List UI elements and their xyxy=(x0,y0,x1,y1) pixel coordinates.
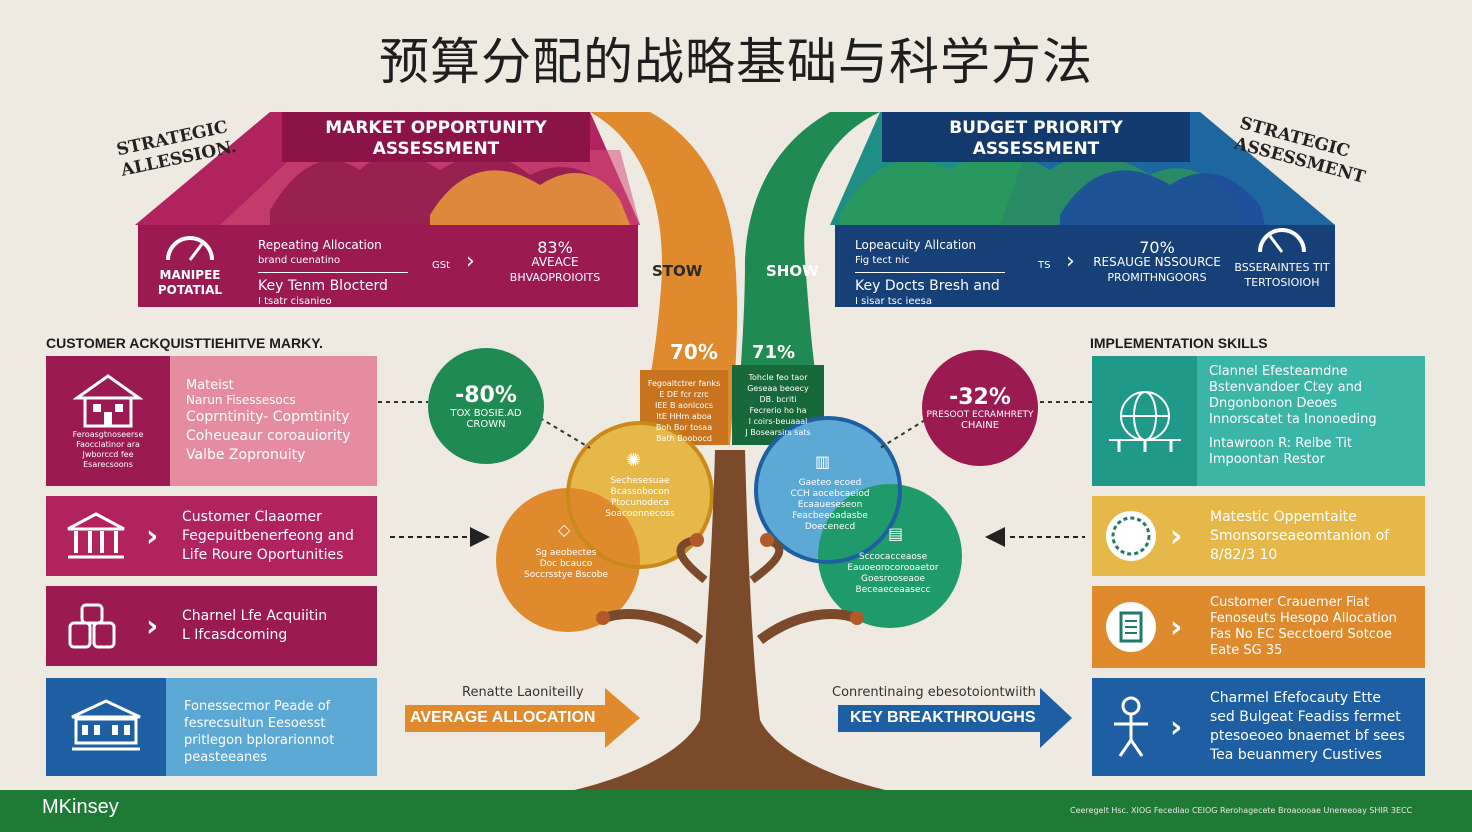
trunk-left-value: 70% xyxy=(670,340,718,364)
top-left-stat: 83% AVEACE BHVAOPROIOITS xyxy=(509,238,601,285)
top-right-stat: 70% RESAUGE NSSOURCE PROMITHNGOORS xyxy=(1093,238,1221,285)
left-card-1: Feroasgtnoseerse Faocclatinor ara Jwborc… xyxy=(46,356,377,486)
left-card-4: Fonessecmor Peade of fesrecsuitun Eesoes… xyxy=(46,678,377,776)
page-title: 预算分配的战略基础与科学方法 xyxy=(379,33,1093,91)
key-breakthroughs-label: KEY BREAKTHROUGHS xyxy=(850,709,1036,726)
top-right-arrow-text: TS xyxy=(1038,260,1051,271)
institution-icon xyxy=(71,699,141,751)
chevron-right-icon: › xyxy=(1066,249,1075,274)
person-icon xyxy=(1114,696,1148,757)
chevron-right-icon: › xyxy=(146,608,159,644)
gauge-icon xyxy=(1258,228,1306,253)
right-card-4: › Charmel Efefocauty Ette sed Bulgeat Fe… xyxy=(1092,678,1425,776)
house-icon xyxy=(73,374,143,428)
top-left-banner xyxy=(138,225,638,307)
left-flow-ribbon xyxy=(590,112,738,445)
tag-icon: ◇ xyxy=(558,520,571,539)
crown-bubble: -80% TOX BOSIE.AD CROWN xyxy=(428,348,544,464)
right-flow-ribbon xyxy=(735,112,880,445)
top-right-icon-block: BSSERAINTES TIT TERTOSIOIOH xyxy=(1228,222,1336,290)
left-section-heading: CUSTOMER ACKQUISTTIEHITVE MARKY. xyxy=(46,335,323,351)
chevron-right-icon: › xyxy=(1170,609,1183,645)
notepad-icon xyxy=(1106,602,1156,652)
left-card-2: › Customer Claaomer Fegepuitbenerfeong a… xyxy=(46,496,377,576)
footer-fineprint: Ceeregelt Hsc. XIOG Fecediao CEIOG Reroh… xyxy=(1070,806,1413,815)
trunk-right-value: 71% xyxy=(752,342,796,363)
petal-right-top-text: Gaeteo ecoed CCH aocebcaeiod Ecaaueseseo… xyxy=(790,478,870,532)
chevron-right-icon: › xyxy=(466,249,475,274)
top-left-arrow-text: GSt xyxy=(432,260,451,271)
stow-label: STOW xyxy=(652,262,703,280)
top-right-banner-text: Lopeacuity Allcation Fig tect nic Key Do… xyxy=(855,238,1005,309)
petal-left-bottom-text: Sg aeobectes Doc bcauco Soccrsstye Bscob… xyxy=(523,548,608,580)
tree-trunk xyxy=(520,450,940,800)
key-breakthroughs-arrow xyxy=(838,688,1072,748)
petal-left-top-text: Sechesesuae Bcassobocon Ptocunodeca Soac… xyxy=(605,476,675,519)
show-label: SHOW xyxy=(766,262,819,280)
market-potential-block: MANIPEE POTATIAL xyxy=(150,230,230,298)
market-opportunity-header: MARKET OPPORTUNITY ASSESSMENT xyxy=(282,112,590,162)
petal-right-bottom-text: Sccocacceaose Eauoeorocorooaetor Goesroo… xyxy=(847,552,939,595)
right-section-heading: IMPLEMENTATION SKILLS xyxy=(1090,335,1268,351)
petal-left-bottom xyxy=(496,488,640,632)
average-allocation-note: Renatte Laoniteilly xyxy=(462,685,584,700)
average-allocation-label: AVERAGE ALLOCATION xyxy=(410,709,596,726)
chevron-right-icon: › xyxy=(1170,709,1183,745)
budget-priority-header: BUDGET PRIORITY ASSESSMENT xyxy=(882,112,1190,162)
trunk-right-note: Tohcle feo taor Geseaa beoecy DB. bcriti… xyxy=(745,373,811,437)
bank-icon xyxy=(67,512,125,559)
brand-logo: MKinsey xyxy=(42,796,119,818)
badge-icon xyxy=(1106,511,1156,561)
key-breakthroughs-note: Conrentinaing ebesotoiontwiith xyxy=(832,685,1036,700)
chevron-right-icon: › xyxy=(1170,518,1183,554)
trunk-left-note: Fegoaltctrer fanks E DE fcr rzrc IEE B a… xyxy=(647,379,721,443)
petal-right-bottom xyxy=(818,484,962,628)
right-card-3: › Customer Crauemer Fiat Fenoseuts Hesop… xyxy=(1092,586,1425,668)
right-card-2: › Matestic Oppemtaite Smonsorseaeomtanio… xyxy=(1092,496,1425,576)
storage-icon xyxy=(68,603,116,649)
top-left-banner-text: Repeating Allocation brand cuenatino Key… xyxy=(258,238,408,309)
right-card-1: Clannel Efesteamdne Bstenvandoer Ctey an… xyxy=(1092,356,1425,486)
chart-icon: ▥ xyxy=(815,452,831,471)
globe-icon xyxy=(1108,391,1181,452)
average-allocation-arrow xyxy=(405,688,640,748)
clipboard-icon: ▤ xyxy=(888,524,904,543)
gauge-icon xyxy=(166,236,214,261)
chevron-right-icon: › xyxy=(146,518,159,554)
chaine-bubble: -32% PRESOOT ECRAMHRETY CHAINE xyxy=(922,350,1038,466)
left-card-3: › Charnel Lfe Acquiitin L Ifcasdcoming xyxy=(46,586,377,666)
footer-bar xyxy=(0,790,1472,832)
top-right-banner xyxy=(835,225,1335,307)
lightbulb-icon: ✺ xyxy=(626,450,642,471)
